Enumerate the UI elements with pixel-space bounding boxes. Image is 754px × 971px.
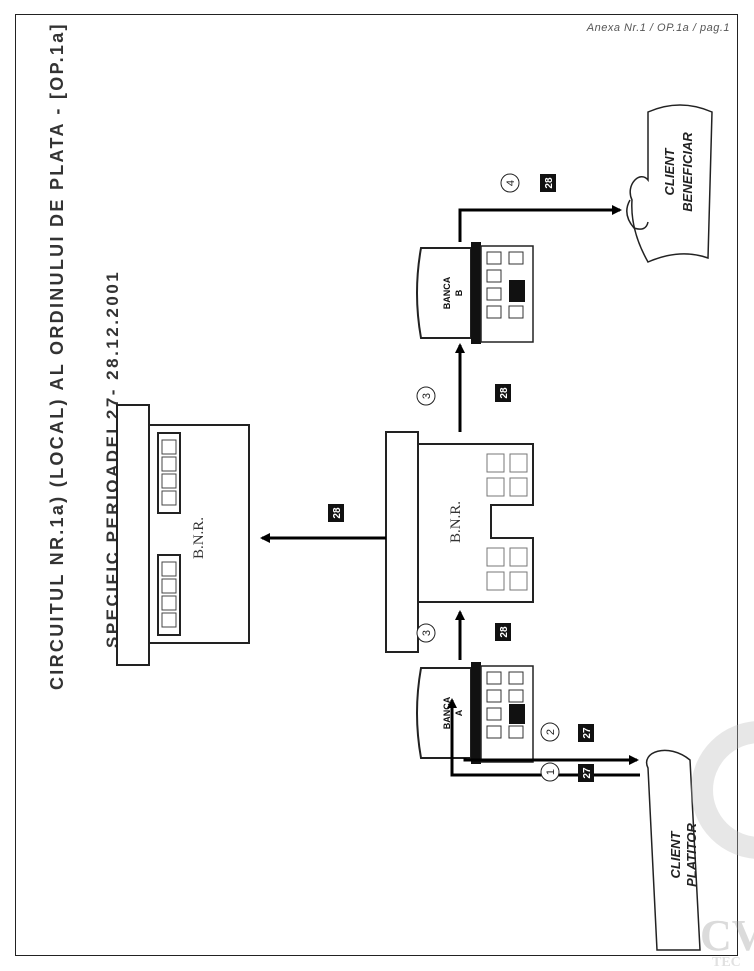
bnr-top-label: B.N.R.	[191, 517, 207, 559]
watermark-logo: CV TEC	[691, 721, 754, 970]
flow-arrows	[260, 205, 640, 777]
svg-text:28: 28	[332, 507, 343, 519]
client-platitor-scroll: CLIENT PLATITOR	[640, 749, 701, 951]
day-badge-1: 27	[578, 764, 594, 782]
banca-a-label-line1: BANCA	[442, 696, 452, 729]
step-circle-3a: 3	[416, 623, 436, 643]
annex-reference: Anexa Nr.1 / OP.1a / pag.1	[586, 22, 730, 34]
svg-text:28: 28	[499, 626, 510, 638]
step-markers: 1 2 3 3 4	[416, 173, 560, 782]
arrow-step-1	[447, 698, 640, 777]
svg-text:4: 4	[505, 180, 517, 186]
step-circle-2: 2	[540, 722, 560, 742]
bnr-central-label: B.N.R.	[448, 501, 464, 543]
bnr-top-building: B.N.R.	[116, 404, 250, 666]
client-platitor-label-line2: PLATITOR	[684, 822, 699, 886]
arrow-step-2	[463, 755, 639, 765]
svg-text:28: 28	[544, 177, 555, 189]
step-circle-4: 4	[500, 173, 520, 193]
watermark-subtext: TEC	[712, 955, 741, 970]
client-beneficiar-label-line2: BENEFICIAR	[680, 132, 695, 212]
day-badge-3a: 28	[495, 623, 511, 641]
page-border	[15, 14, 738, 956]
banca-b-label-line1: BANCA	[442, 276, 452, 309]
step-circle-3b: 3	[416, 386, 436, 406]
svg-text:27: 27	[582, 767, 593, 779]
day-badge-2: 27	[578, 724, 594, 742]
svg-text:1: 1	[545, 769, 557, 775]
step-circle-1: 1	[540, 762, 560, 782]
client-platitor-label-line1: CLIENT	[668, 830, 683, 878]
day-badge-3b: 28	[495, 384, 511, 402]
banca-b-label-line2: B	[454, 289, 464, 296]
svg-text:3: 3	[421, 393, 433, 399]
svg-text:2: 2	[545, 729, 557, 735]
arrow-step-4	[458, 205, 622, 242]
day-badges: 27 27 28 28 28 28	[328, 174, 594, 782]
banca-a-label-line2: A	[454, 709, 464, 716]
client-beneficiar-label-line1: CLIENT	[662, 147, 677, 195]
svg-text:3: 3	[421, 630, 433, 636]
banca-a-building: BANCA A	[416, 662, 534, 764]
bnr-central-building: B.N.R.	[385, 431, 534, 653]
client-beneficiar-scroll: CLIENT BENEFICIAR	[626, 104, 713, 263]
svg-text:28: 28	[499, 387, 510, 399]
watermark-text: CV	[700, 911, 754, 960]
day-badge-bnr: 28	[328, 504, 344, 522]
banca-b-building: BANCA B	[416, 242, 534, 344]
svg-text:27: 27	[582, 727, 593, 739]
day-badge-4: 28	[540, 174, 556, 192]
